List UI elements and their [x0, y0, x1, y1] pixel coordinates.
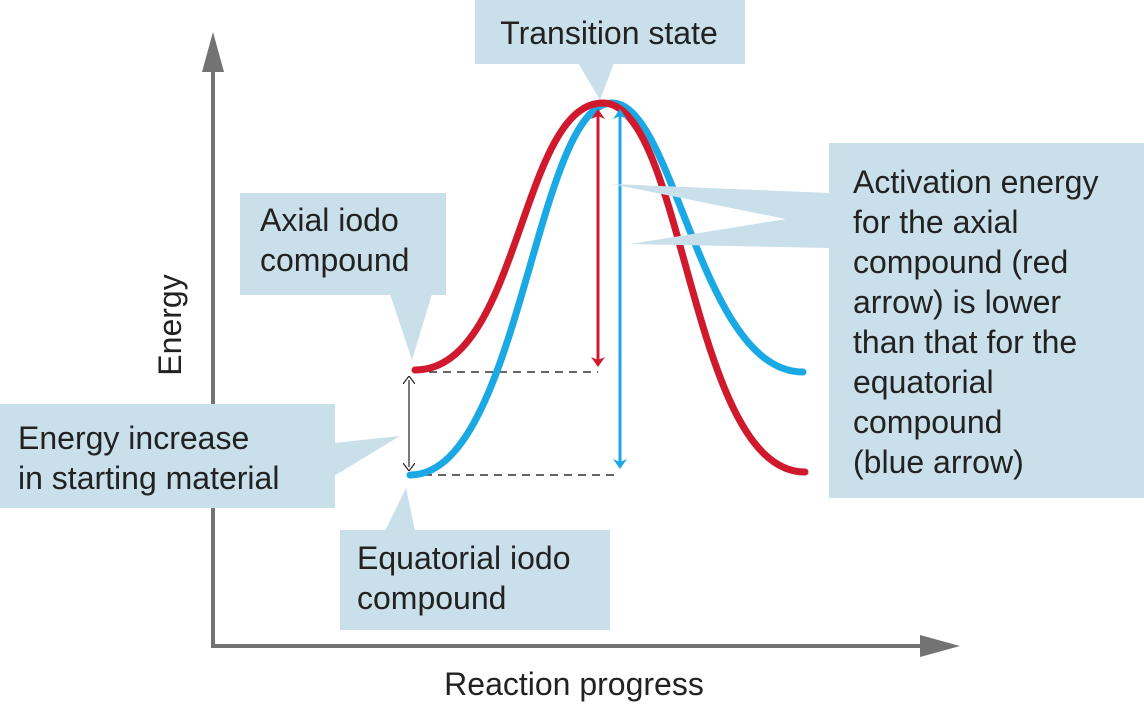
energy-increase-callout: Energy increase in starting material: [0, 404, 400, 508]
x-axis-label: Reaction progress: [444, 666, 704, 702]
axes: Energy Reaction progress: [152, 32, 960, 702]
activation-label-line: than that for the: [853, 324, 1077, 360]
activation-label-line: compound: [853, 404, 1002, 440]
equatorial-energy-curve: [406, 99, 807, 479]
equatorial-label-line: compound: [357, 580, 506, 616]
x-axis-arrowhead: [920, 635, 960, 657]
activation-label-line: compound (red: [853, 244, 1068, 280]
axial-label: Axial iodo compound: [260, 202, 409, 278]
transition-state-label: Transition state: [500, 15, 718, 51]
y-axis-label: Energy: [152, 274, 188, 375]
axial-label-line: Axial iodo: [260, 202, 399, 238]
equatorial-label: Equatorial iodo compound: [357, 540, 579, 616]
axial-energy-curve: [411, 99, 809, 476]
axial-callout: Axial iodo compound: [240, 193, 446, 360]
activation-label-line: Activation energy: [853, 164, 1098, 200]
activation-energy-label: Activation energy for the axial compound…: [853, 164, 1107, 480]
energy-increase-label-line: Energy increase: [18, 420, 249, 456]
equatorial-callout: Equatorial iodo compound: [340, 488, 610, 630]
activation-label-line: for the axial: [853, 204, 1018, 240]
axial-label-line: compound: [260, 242, 409, 278]
y-axis-arrowhead: [202, 32, 224, 72]
activation-label-line: arrow) is lower: [853, 284, 1061, 320]
activation-label-line: equatorial: [853, 364, 994, 400]
energy-increase-label-line: in starting material: [18, 460, 279, 496]
activation-energy-callout: Activation energy for the axial compound…: [612, 143, 1144, 498]
transition-state-callout: Transition state: [475, 0, 745, 100]
equatorial-label-line: Equatorial iodo: [357, 540, 570, 576]
activation-label-line: (blue arrow): [853, 444, 1024, 480]
energy-increase-label: Energy increase in starting material: [18, 420, 279, 496]
